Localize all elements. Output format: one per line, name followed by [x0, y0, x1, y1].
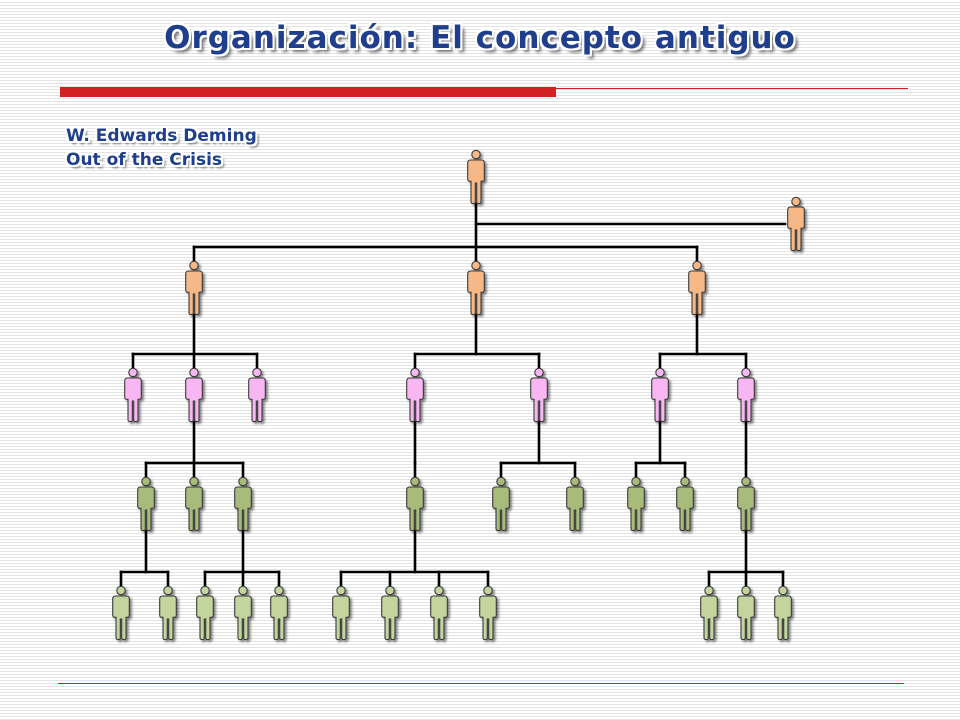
- person-icon: [530, 367, 548, 423]
- person-icon: [185, 476, 203, 532]
- supervisor-figure: [627, 476, 645, 532]
- worker-figure: [737, 585, 755, 641]
- title-rule-thick: [60, 87, 556, 97]
- person-icon: [787, 196, 805, 252]
- worker-figure: [112, 585, 130, 641]
- top-figure: [185, 260, 203, 316]
- worker-figure: [430, 585, 448, 641]
- person-icon: [467, 149, 485, 205]
- citation-author: W. Edwards Deming: [66, 126, 257, 146]
- top-figure: [688, 260, 706, 316]
- person-icon: [676, 476, 694, 532]
- person-icon: [774, 585, 792, 641]
- person-icon: [737, 585, 755, 641]
- person-icon: [467, 260, 485, 316]
- person-icon: [112, 585, 130, 641]
- person-icon: [479, 585, 497, 641]
- citation: W. Edwards Deming Out of the Crisis: [66, 124, 257, 172]
- worker-figure: [774, 585, 792, 641]
- person-icon: [159, 585, 177, 641]
- person-icon: [651, 367, 669, 423]
- person-icon: [737, 367, 755, 423]
- manager-figure: [737, 367, 755, 423]
- person-icon: [234, 585, 252, 641]
- person-icon: [185, 367, 203, 423]
- worker-figure: [159, 585, 177, 641]
- supervisor-figure: [234, 476, 252, 532]
- person-icon: [248, 367, 266, 423]
- manager-figure: [248, 367, 266, 423]
- person-icon: [137, 476, 155, 532]
- person-icon: [196, 585, 214, 641]
- top-figure: [467, 260, 485, 316]
- staff-advisor-figure: [467, 149, 485, 205]
- person-icon: [737, 476, 755, 532]
- manager-figure: [406, 367, 424, 423]
- slide-title: Organización: El concepto antiguo: [164, 20, 796, 56]
- manager-figure: [124, 367, 142, 423]
- citation-work: Out of the Crisis: [66, 150, 223, 170]
- person-icon: [688, 260, 706, 316]
- person-icon: [700, 585, 718, 641]
- person-icon: [185, 260, 203, 316]
- person-icon: [566, 476, 584, 532]
- supervisor-figure: [737, 476, 755, 532]
- person-icon: [627, 476, 645, 532]
- supervisor-figure: [406, 476, 424, 532]
- person-icon: [492, 476, 510, 532]
- supervisor-figure: [676, 476, 694, 532]
- worker-figure: [700, 585, 718, 641]
- footer-rule: [58, 683, 904, 684]
- worker-figure: [381, 585, 399, 641]
- person-icon: [406, 476, 424, 532]
- person-icon: [270, 585, 288, 641]
- person-icon: [234, 476, 252, 532]
- person-icon: [332, 585, 350, 641]
- worker-figure: [270, 585, 288, 641]
- worker-figure: [332, 585, 350, 641]
- person-icon: [406, 367, 424, 423]
- staff-advisor-figure: [787, 196, 805, 252]
- supervisor-figure: [566, 476, 584, 532]
- worker-figure: [196, 585, 214, 641]
- manager-figure: [530, 367, 548, 423]
- org-connectors: [119, 202, 787, 588]
- supervisor-figure: [137, 476, 155, 532]
- supervisor-figure: [185, 476, 203, 532]
- worker-figure: [479, 585, 497, 641]
- person-icon: [430, 585, 448, 641]
- worker-figure: [234, 585, 252, 641]
- person-icon: [124, 367, 142, 423]
- title-rule-thin: [556, 88, 908, 89]
- person-icon: [381, 585, 399, 641]
- manager-figure: [185, 367, 203, 423]
- supervisor-figure: [492, 476, 510, 532]
- manager-figure: [651, 367, 669, 423]
